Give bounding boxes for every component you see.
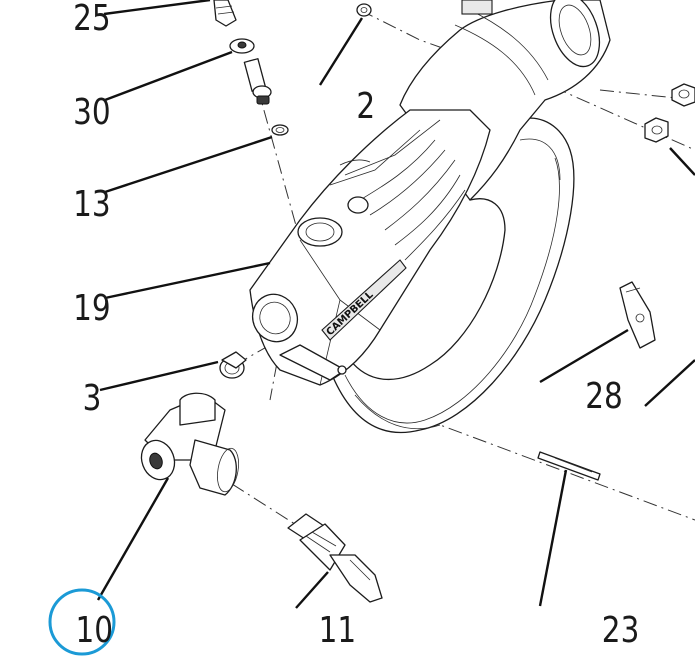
highlight-ring [48, 588, 116, 656]
latch-part-28 [619, 281, 656, 349]
valve-stem-part-25 [213, 0, 237, 27]
nut-part-upper-right [671, 83, 695, 107]
leader-lines [96, 0, 695, 609]
callout-19: 19 [73, 286, 111, 329]
callout-25: 25 [73, 0, 111, 39]
callout-23: 23 [602, 608, 640, 651]
callout-3: 3 [83, 376, 102, 419]
washer-part-2 [356, 3, 372, 17]
callout-labels: 25 30 13 2 19 3 10 11 23 28 22 33 [73, 0, 640, 651]
quick-coupler-part-11 [287, 513, 383, 603]
callout-10: 10 [76, 608, 114, 651]
callout-30: 30 [73, 90, 111, 133]
callout-13: 13 [73, 182, 111, 225]
poppet-part-30 [229, 38, 272, 105]
callout-28: 28 [585, 374, 623, 417]
callout-11: 11 [319, 608, 357, 651]
pin-part-23 [537, 451, 601, 481]
callout-2: 2 [356, 84, 375, 127]
main-body: CAMPBELL [249, 109, 491, 386]
handle-loop [329, 117, 575, 434]
elbow-fitting-part-10 [140, 392, 239, 496]
nut-part-middle-right [644, 117, 669, 143]
seal-part-3 [219, 351, 247, 379]
o-ring-part-13 [271, 124, 289, 136]
